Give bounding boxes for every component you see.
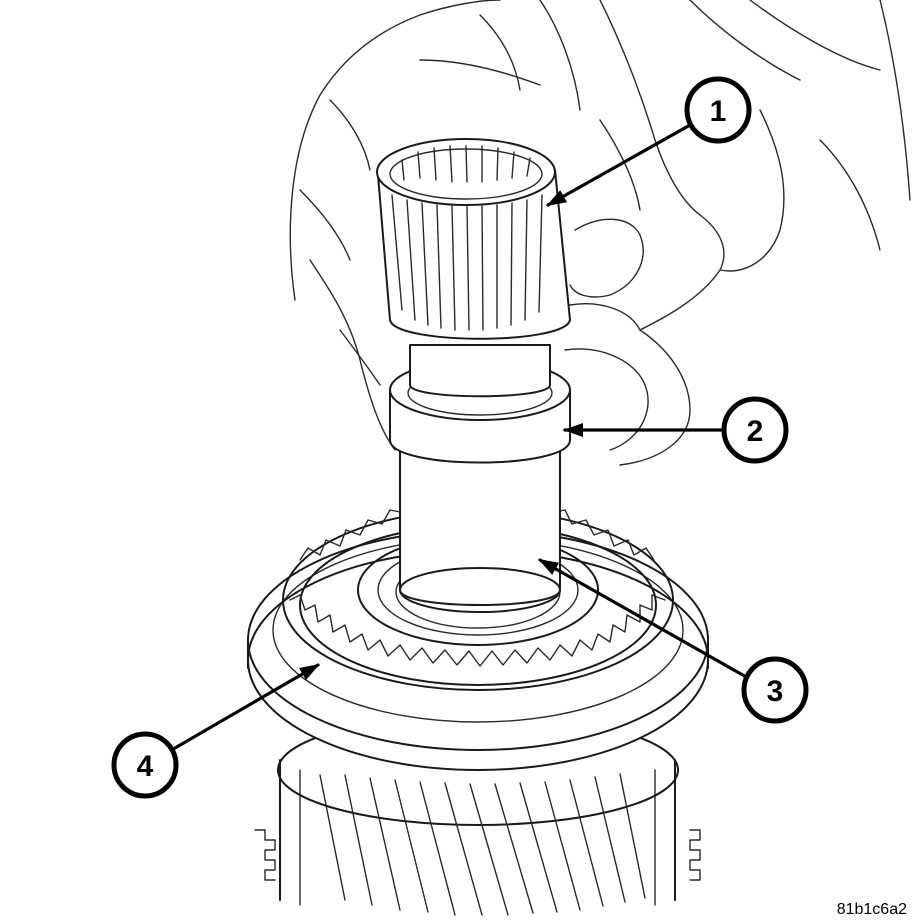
leader-arrow-1 (546, 123, 692, 207)
collar-spacer (389, 344, 571, 464)
callout-4-label: 4 (137, 750, 154, 783)
callout-1: 1 (684, 76, 752, 144)
callout-1-label: 1 (710, 95, 727, 128)
leader-arrow-3 (538, 558, 750, 680)
figure-code: 81b1c6a2 (837, 901, 907, 918)
callout-4: 4 (111, 731, 179, 799)
synchronizer-ring (282, 481, 674, 691)
leader-lines (173, 123, 750, 750)
callout-2: 2 (721, 396, 789, 464)
needle-bearing (376, 138, 571, 340)
helical-gear-teeth (319, 773, 646, 916)
callout-3: 3 (741, 656, 809, 724)
installer-shaft (399, 449, 561, 613)
callout-2-label: 2 (747, 415, 764, 448)
hand-illustration (289, 0, 911, 466)
bearing-needles (391, 145, 543, 331)
leader-arrow-4 (173, 663, 320, 750)
callout-3-label: 3 (767, 675, 784, 708)
gear-stack (247, 481, 709, 916)
